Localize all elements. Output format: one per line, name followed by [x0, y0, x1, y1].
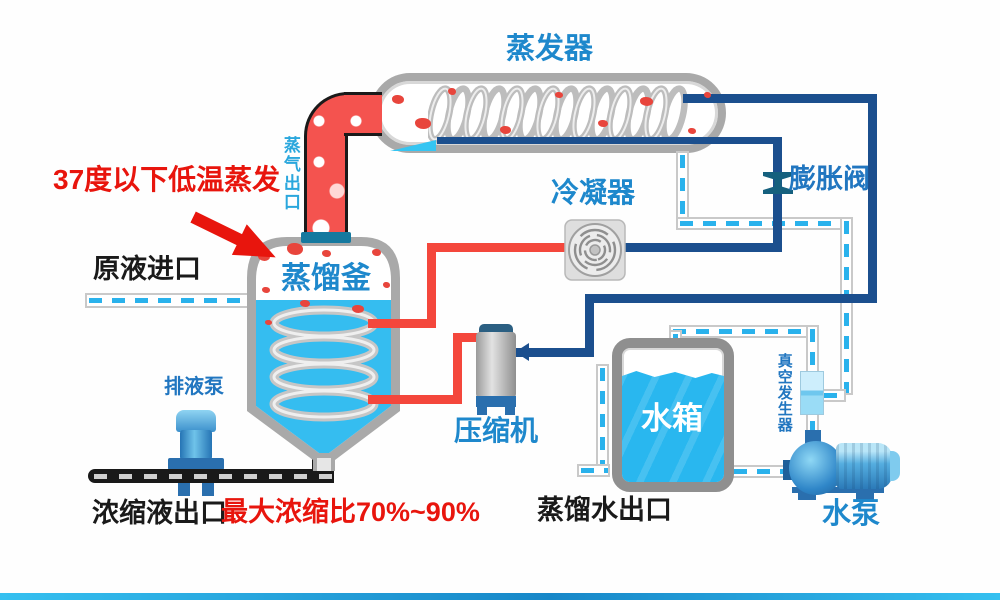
distilled-water-outlet-label: 蒸馏水出口 [537, 495, 672, 525]
water-pump-top-port [805, 430, 821, 444]
splatter-dot [262, 287, 270, 293]
vacuum-line-evap-drop [676, 151, 689, 225]
condenser-to-valve-pipe [595, 243, 782, 252]
splatter-dot [372, 249, 381, 256]
splatter-dot [287, 243, 303, 255]
suction-pipe-right-drop [868, 94, 877, 303]
concentrate-outlet-label: 浓缩液出口 [92, 498, 227, 528]
kettle-coil-top-pipe [368, 319, 436, 328]
suction-pipe-middle [589, 294, 877, 303]
suction-pipe-to-compressor [516, 348, 594, 357]
splatter-dot [415, 118, 431, 129]
water-pump-label: 水泵 [822, 498, 881, 530]
splatter-dot [598, 120, 608, 127]
compressor-foot-right [505, 406, 515, 415]
expansion-valve-label: 膨胀阀 [789, 164, 870, 194]
tank-left-outlet-vertical [596, 364, 609, 466]
water-pump-inlet [783, 460, 793, 480]
condenser-label: 冷凝器 [551, 177, 636, 208]
expansion-valve-riser [773, 137, 782, 252]
splatter-dot [352, 305, 364, 313]
hot-gas-to-condenser [427, 243, 600, 252]
compressor-top-cap [479, 324, 513, 334]
suction-pipe-left-drop [585, 294, 594, 357]
water-pump-foot-left [798, 492, 816, 500]
steam-outlet-label: 蒸气出口 [280, 136, 300, 212]
compressor-label: 压缩机 [454, 415, 539, 446]
splatter-dot [322, 250, 331, 257]
expansion-to-evaporator-pipe [437, 137, 782, 144]
kettle-label: 蒸馏釜 [281, 262, 371, 295]
splatter-dot [300, 300, 310, 307]
vacuum-generator-label: 真空发生器 [775, 353, 793, 433]
water-tank [612, 338, 734, 492]
steam-pipe-corner [304, 92, 348, 138]
steam-pipe-flange [301, 232, 351, 243]
splatter-dot [640, 97, 653, 106]
compressor-base [476, 396, 516, 407]
expansion-valve-icon [763, 172, 793, 194]
compressor-discharge-riser [453, 333, 462, 404]
splatter-dot [345, 264, 358, 274]
water-pump-motor-ribs [836, 443, 892, 489]
splatter-dot [265, 320, 272, 325]
water-tank-water [622, 371, 724, 482]
splatter-dot [392, 95, 404, 104]
drain-pump-body [180, 430, 212, 460]
splatter-dot [500, 126, 511, 134]
raw-inlet-label: 原液进口 [93, 254, 201, 284]
vacuum-line-right-drop [840, 217, 853, 395]
compressor-discharge-stub [453, 333, 485, 342]
vacuum-generator-body [800, 371, 824, 415]
water-pump-motor [836, 443, 892, 489]
suction-pipe-top [683, 94, 877, 103]
drain-pump-base [168, 458, 224, 470]
tank-loop-top [669, 325, 819, 338]
tank-left-outlet-elbow [577, 464, 610, 477]
splatter-dot [688, 128, 696, 134]
vacuum-line-top-horizontal [676, 217, 853, 230]
water-pump-foot-right [856, 492, 874, 500]
condenser-unit [564, 219, 626, 281]
drain-pump-motor [176, 410, 216, 432]
compressor-foot-left [477, 406, 487, 415]
kettle-coil-bottom-pipe [368, 395, 462, 404]
steam-pipe-vertical [304, 136, 348, 238]
max-ratio-annotation: 最大浓缩比70%~90% [221, 497, 480, 527]
steam-pipe-horizontal [344, 92, 382, 136]
compressor-body [476, 332, 516, 398]
evaporator-condensate [390, 140, 436, 151]
bottom-strip [0, 593, 1000, 600]
raw-inlet-pipe [85, 293, 253, 308]
splatter-dot [555, 92, 563, 98]
flow-arrow-into-compressor [515, 343, 529, 361]
splatter-dot [704, 92, 711, 98]
drain-pump-label: 排液泵 [164, 376, 224, 398]
water-pump-volute [789, 441, 843, 495]
water-pump-base [792, 487, 884, 493]
hot-gas-riser [427, 243, 436, 328]
evaporator-label: 蒸发器 [506, 33, 594, 65]
water-pump-end-cap [890, 451, 900, 481]
splatter-dot [383, 282, 390, 288]
splatter-dot [448, 88, 456, 95]
kettle-vessel [247, 237, 400, 471]
water-tank-label: 水箱 [641, 401, 703, 436]
concentrate-outlet-pipe [88, 469, 334, 483]
low-temp-annotation: 37度以下低温蒸发 [53, 164, 281, 195]
